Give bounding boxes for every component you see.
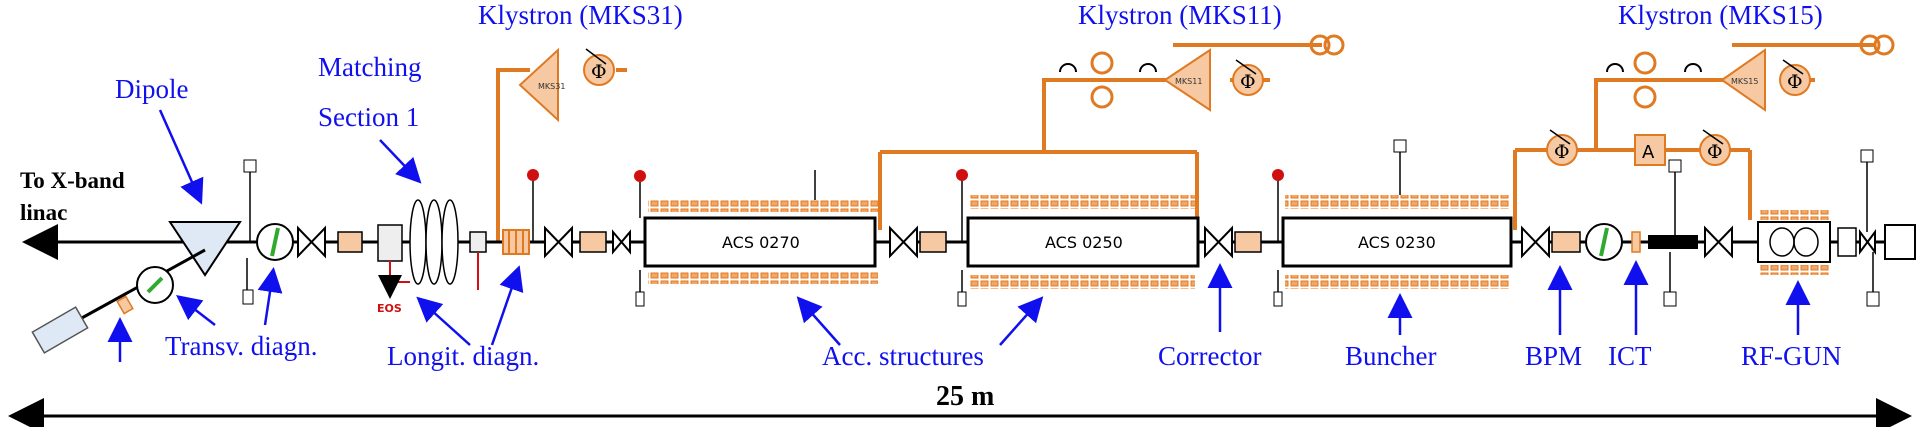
label-klystron-mks15: Klystron (MKS15) — [1618, 0, 1823, 30]
label-matching-line2: Section 1 — [318, 102, 419, 132]
klystron-mks15-small-label: MKS15 — [1731, 77, 1758, 86]
corrector-magnet — [1204, 169, 1284, 259]
acs-0250: ACS 0250 — [957, 195, 1200, 307]
acs-0270: ACS 0270 — [634, 170, 878, 307]
matching-section-1 — [377, 199, 487, 299]
valve-bpm-group-1 — [527, 169, 631, 259]
injector-diagnostics — [1521, 159, 1733, 307]
klystron-mks11: MKS11 Φ — [1059, 34, 1345, 112]
phase-shifter-mks15-symbol: Φ — [1787, 71, 1803, 93]
phase-shifter-buncher-symbol: Φ — [1554, 141, 1570, 163]
phase-shifter-mks31-symbol: Φ — [591, 61, 607, 83]
klystron-mks31-small-label: MKS31 — [538, 82, 565, 91]
label-bpm: BPM — [1525, 341, 1582, 371]
dipole-magnet — [31, 221, 242, 354]
rf-gun — [1757, 149, 1916, 307]
acs-0250-label: ACS 0250 — [1045, 233, 1123, 252]
label-to-xband-line1: To X-band — [20, 168, 125, 193]
acs-0230-buncher: ACS 0230 — [1273, 139, 1513, 307]
label-rf-gun: RF-GUN — [1741, 341, 1842, 371]
klystron-mks11-small-label: MKS11 — [1175, 77, 1202, 86]
label-length: 25 m — [936, 381, 994, 412]
screen-station-1 — [242, 159, 363, 305]
acs-0230-label: ACS 0230 — [1358, 233, 1436, 252]
valve-bpm-group-2 — [889, 169, 968, 259]
rf-network — [496, 43, 1874, 242]
label-ict: ICT — [1608, 341, 1652, 371]
label-klystron-mks11: Klystron (MKS11) — [1078, 0, 1282, 30]
klystron-mks31: MKS31 Φ — [518, 47, 615, 123]
label-longit-diagn: Longit. diagn. — [387, 341, 539, 371]
label-acc-structures: Acc. structures — [822, 341, 984, 371]
label-corrector: Corrector — [1158, 341, 1261, 371]
label-matching-line1: Matching — [318, 52, 421, 82]
label-dipole: Dipole — [115, 74, 189, 104]
label-klystron-mks31: Klystron (MKS31) — [478, 0, 683, 30]
eos-label: EOS — [377, 302, 402, 315]
label-buncher: Buncher — [1345, 341, 1436, 371]
longitudinal-cavity — [502, 229, 530, 255]
label-pointers — [107, 109, 1811, 362]
phase-shifter-mks11-symbol: Φ — [1240, 71, 1256, 93]
label-transv-diagn: Transv. diagn. — [165, 331, 318, 361]
acs-0270-label: ACS 0270 — [722, 233, 800, 252]
klystron-mks15: MKS15 Φ Φ A Φ — [1546, 34, 1895, 166]
label-to-xband-line2: linac — [20, 200, 67, 225]
attenuator-symbol: A — [1642, 142, 1655, 163]
phase-shifter-gun-symbol: Φ — [1707, 141, 1723, 163]
